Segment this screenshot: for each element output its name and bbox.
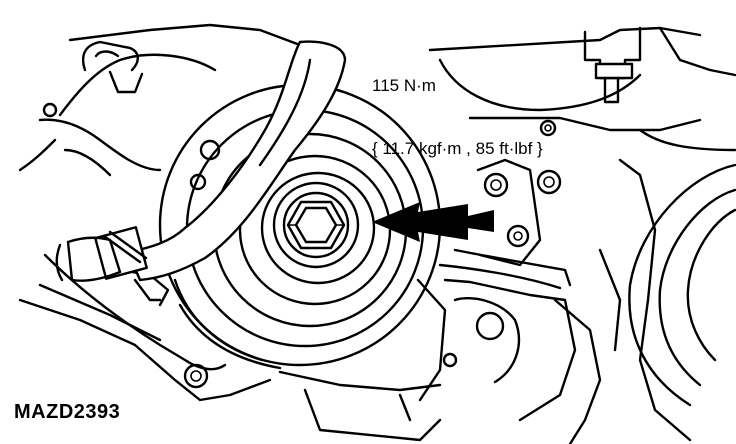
torque-spec: 115 N·m { 11.7 kgf·m , 85 ft·lbf } <box>372 33 543 180</box>
coolant-hose <box>55 40 347 282</box>
torque-spec-metric: 115 N·m <box>372 76 436 95</box>
upper-right-cover <box>428 26 736 152</box>
upper-left-housing <box>18 23 302 177</box>
bolt-icon <box>272 181 360 269</box>
arrow-pointer-icon <box>372 202 494 242</box>
tensioner-bracket <box>416 158 622 444</box>
torque-spec-imperial: { 11.7 kgf·m , 85 ft·lbf } <box>372 139 543 158</box>
figure-id: MAZD2393 <box>14 401 121 423</box>
right-pulley <box>618 158 736 442</box>
